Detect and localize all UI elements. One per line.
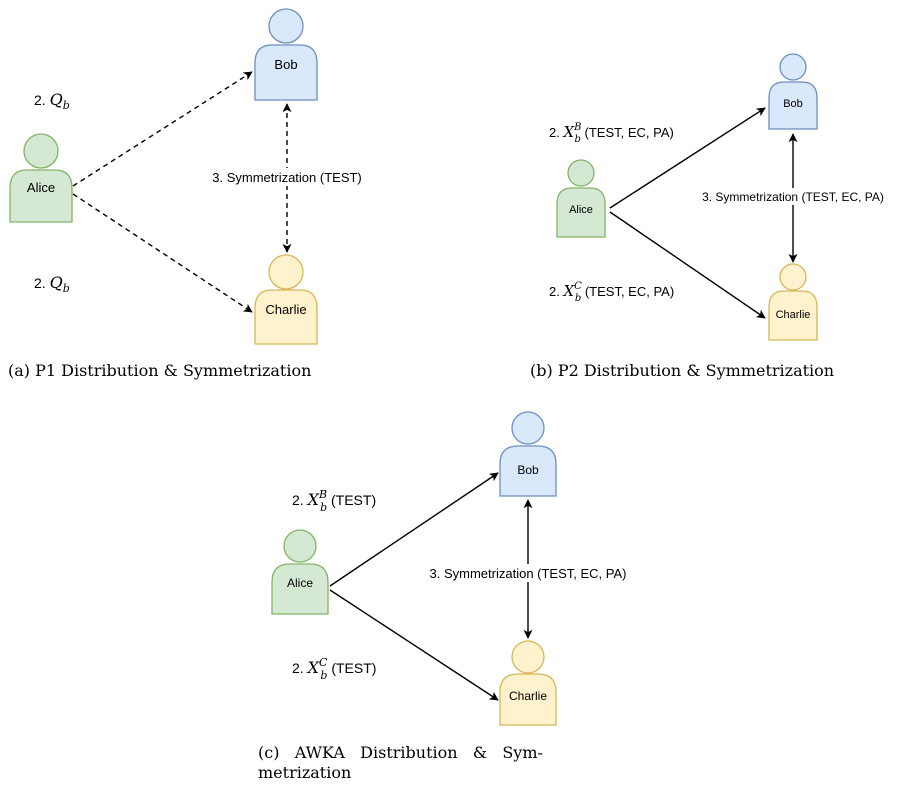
bob-label: Bob	[783, 98, 803, 110]
alice-label: Alice	[569, 204, 593, 216]
charlie-label: Charlie	[265, 302, 306, 317]
edge-alice-bob	[609, 107, 766, 209]
alice-head	[567, 159, 595, 187]
bob-body	[768, 81, 818, 130]
caption-c-line2: metrization	[258, 763, 351, 782]
alice-node: Alice	[271, 529, 329, 615]
charlie-head	[511, 640, 545, 674]
alice-body	[9, 169, 73, 223]
charlie-node: Charlie	[499, 640, 557, 726]
alice-node: Alice	[9, 133, 73, 223]
charlie-body	[254, 289, 318, 345]
alice-node: Alice	[556, 159, 606, 238]
edge-alice-bob	[329, 472, 499, 587]
edge-alice-charlie	[609, 211, 766, 319]
caption-b: (b) P2 Distribution & Symmetrization	[530, 361, 834, 380]
bob-head	[268, 8, 304, 44]
bob-node: Bob	[768, 53, 818, 130]
sym-label: 3. Symmetrization (TEST, EC, PA)	[430, 566, 627, 581]
alice-head	[283, 529, 317, 563]
alice-label: Alice	[287, 576, 313, 590]
caption-c-line1: (c) AWKA Distribution & Sym-	[258, 743, 543, 762]
sym-label-bg	[196, 168, 378, 186]
edge-label-alice-bob: 2. Qb	[34, 90, 70, 112]
bob-body	[254, 44, 318, 101]
caption-a: (a) P1 Distribution & Symmetrization	[8, 361, 311, 380]
charlie-head	[268, 254, 304, 290]
charlie-label: Charlie	[776, 309, 811, 321]
charlie-node: Charlie	[768, 263, 818, 341]
charlie-body	[499, 673, 557, 726]
bob-label: Bob	[274, 57, 297, 72]
bob-node: Bob	[254, 8, 318, 101]
sym-label: 3. Symmetrization (TEST, EC, PA)	[702, 190, 884, 204]
edge-alice-charlie	[329, 589, 499, 701]
alice-label: Alice	[27, 180, 55, 195]
alice-body	[556, 187, 606, 238]
bob-label: Bob	[517, 463, 539, 477]
sym-label-bg	[690, 188, 896, 205]
alice-body	[271, 563, 329, 615]
bob-head	[511, 411, 545, 445]
charlie-label: Charlie	[509, 689, 547, 703]
edge-label-alice-charlie: 2. Qb	[34, 273, 70, 295]
bob-body	[499, 445, 557, 497]
bob-head	[779, 53, 807, 81]
bob-node: Bob	[499, 411, 557, 497]
charlie-body	[768, 290, 818, 341]
charlie-node: Charlie	[254, 254, 318, 345]
charlie-head	[779, 263, 807, 291]
alice-head	[23, 133, 59, 169]
sym-label: 3. Symmetrization (TEST)	[212, 170, 362, 185]
edge-alice-charlie	[72, 193, 253, 313]
sym-label-bg	[418, 564, 640, 582]
panel-a: Bob Alice Charlie 2. Qb 2. Qb 3. Symmetr…	[8, 8, 378, 380]
